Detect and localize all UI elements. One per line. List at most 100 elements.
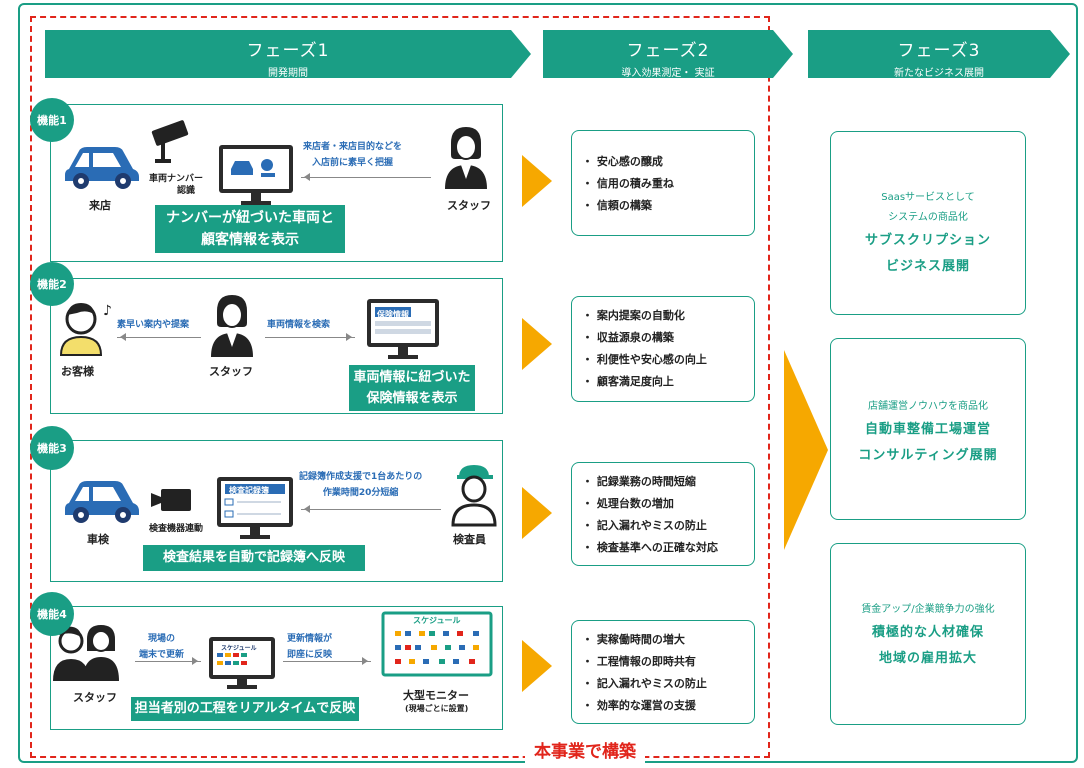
camera-sublabel: 認識 (177, 186, 196, 196)
phase-3-box-3-small-1: 賃金アップ/企業競争力の強化 (861, 604, 995, 615)
phase-3-box-1-small-1: Saasサービスとして (881, 192, 975, 203)
phase-1-subtitle: 開発期間 (268, 68, 308, 79)
feature-2-arrow-1 (117, 333, 201, 341)
effect-item: ・ 効率的な運営の支援 (582, 699, 696, 712)
schedule-monitor-icon (209, 637, 275, 689)
effect-item: ・ 工程情報の即時共有 (582, 655, 696, 668)
car-icon (65, 481, 139, 523)
feature-3-note: 記録簿作成支援で1台あたりの 作業時間20分短縮 (299, 469, 422, 501)
effect-item: ・ 信頼の構築 (582, 199, 652, 212)
staff-woman-icon (211, 295, 253, 357)
feature-2-badge: 機能2 (30, 262, 74, 306)
phase-3-box-1-small-2: システムの商品化 (888, 212, 968, 223)
schedule-monitor-title: スケジュール (221, 645, 257, 652)
phase-3-box-2-large-2: コンサルティング展開 (858, 448, 998, 463)
feature-1-banner: ナンバーが紐づいた車両と 顧客情報を表示 (155, 205, 345, 253)
effect-box-2: ・ 案内提案の自動化 ・ 収益源泉の構築 ・ 利便性や安心感の向上 ・ 顧客満足… (571, 296, 755, 402)
arrow-to-effect-3 (522, 487, 552, 539)
phase-3-header: フェーズ3 新たなビジネス展開 (808, 30, 1070, 78)
feature-1-note: 来店者・来店目的などを 入店前に素早く把握 (303, 139, 402, 171)
feature-2-note-2: 車両情報を検索 (267, 320, 331, 330)
feature-4-note-1: 現場の 端末で更新 (139, 631, 184, 663)
staff-woman-icon (445, 127, 487, 189)
large-monitor-title: スケジュール (413, 616, 461, 625)
monitor-icon (219, 145, 293, 205)
feature-2-banner-line-1: 車両情報に紐づいた (353, 370, 471, 385)
feature-2-card: ♪ お客様 素早い案内や提案 スタッフ 車両情報を検索 保険情報 車両情報に紐づ… (50, 278, 503, 414)
phase-2-header: フェーズ2 導入効果測定・ 実証 (543, 30, 793, 78)
staff-label: スタッフ (447, 199, 491, 212)
monitor-icon (217, 477, 293, 539)
feature-3-banner: 検査結果を自動で記録簿へ反映 (143, 545, 365, 571)
feature-1-card: 来店 車両ナンバー 認識 来店者・来店目的などを 入店前に素早く把握 スタッフ … (50, 104, 503, 262)
effect-item: ・ 検査基準への正確な対応 (582, 541, 718, 554)
feature-2-arrow-2 (265, 333, 355, 341)
feature-4-note-2-line-1: 更新情報が (287, 634, 333, 644)
svg-text:♪: ♪ (103, 303, 112, 319)
feature-4-note-1-line-2: 端末で更新 (139, 650, 185, 660)
camera-icon (151, 120, 189, 163)
feature-1-badge: 機能1 (30, 98, 74, 142)
device-label: 検査機器連動 (149, 524, 204, 534)
effect-box-1: ・ 安心感の醸成 ・ 信用の積み重ね ・ 信頼の構築 (571, 130, 755, 236)
large-monitor-sublabel: (現場ごとに設置) (405, 704, 469, 713)
feature-1-banner-line-1: ナンバーが紐づいた車両と (166, 210, 334, 226)
feature-3-note-line-1: 記録簿作成支援で1台あたりの (299, 472, 423, 482)
effect-item: ・ 記入漏れやミスの防止 (582, 677, 707, 690)
phase-3-box-1: Saasサービスとして システムの商品化 サブスクリプション ビジネス展開 (830, 131, 1026, 315)
monitor-icon (367, 299, 439, 359)
staff-label: スタッフ (73, 691, 117, 704)
feature-1-note-line-2: 入店前に素早く把握 (312, 158, 394, 168)
staff-group-icon (53, 625, 119, 681)
effect-item: ・ 案内提案の自動化 (582, 309, 685, 322)
feature-4-note-2: 更新情報が 即座に反映 (287, 631, 332, 663)
feature-2-banner: 車両情報に紐づいた 保険情報を表示 (349, 365, 475, 411)
large-monitor-icon (381, 611, 493, 677)
feature-1-arrow (301, 173, 431, 181)
phase-3-title: フェーズ3 (897, 41, 981, 61)
arrow-to-effect-4 (522, 640, 552, 692)
staff-label: スタッフ (209, 365, 253, 378)
arrow-to-phase-3 (784, 350, 828, 550)
feature-3-arrow (301, 505, 441, 513)
monitor-title: 保険情報 (377, 310, 409, 319)
feature-4-note-2-line-2: 即座に反映 (287, 650, 333, 660)
phase-2-title: フェーズ2 (626, 41, 710, 61)
phase-1-title: フェーズ1 (246, 41, 330, 61)
effect-item: ・ 顧客満足度向上 (582, 375, 674, 388)
feature-4-card: スタッフ 現場の 端末で更新 スケジュール 更新情報が 即座に反映 スケジュール… (50, 606, 503, 730)
feature-3-badge: 機能3 (30, 426, 74, 470)
phase-3-box-3-large-1: 積極的な人材確保 (871, 625, 984, 640)
car-label: 来店 (89, 199, 111, 212)
phase-3-box-2: 店舗運営ノウハウを商品化 自動車整備工場運営 コンサルティング展開 (830, 338, 1026, 520)
feature-4-banner: 担当者別の工程をリアルタイムで反映 (131, 697, 359, 721)
feature-1-note-line-1: 来店者・来店目的などを (303, 142, 403, 152)
feature-4-arrow-1 (135, 657, 201, 665)
inspector-label: 検査員 (453, 533, 486, 546)
phase-1-header: フェーズ1 開発期間 (45, 30, 531, 78)
inspector-icon (451, 465, 497, 527)
feature-4-arrow-2 (283, 657, 371, 665)
effect-box-3: ・ 記録業務の時間短縮 ・ 処理台数の増加 ・ 記入漏れやミスの防止 ・ 検査基… (571, 462, 755, 566)
phase-3-box-3: 賃金アップ/企業競争力の強化 積極的な人材確保 地域の雇用拡大 (830, 543, 1026, 725)
effect-box-4: ・ 実稼働時間の増大 ・ 工程情報の即時共有 ・ 記入漏れやミスの防止 ・ 効率… (571, 620, 755, 724)
customer-icon: ♪ (59, 303, 112, 356)
customer-label: お客様 (61, 365, 94, 378)
arrow-to-effect-1 (522, 155, 552, 207)
car-icon (65, 147, 139, 189)
phase-3-subtitle: 新たなビジネス展開 (894, 68, 984, 79)
phase-3-box-1-large-2: ビジネス展開 (885, 259, 970, 274)
effect-item: ・ 記入漏れやミスの防止 (582, 519, 707, 532)
project-scope-label: 本事業で構築 (525, 738, 645, 766)
feature-3-note-line-2: 作業時間20分短縮 (322, 488, 399, 498)
effect-item: ・ 安心感の醸成 (582, 155, 663, 168)
feature-4-badge: 機能4 (30, 592, 74, 636)
feature-2-note-1: 素早い案内や提案 (117, 320, 190, 330)
monitor-title: 検査記録簿 (229, 486, 269, 495)
phase-3-box-1-large-1: サブスクリプション (864, 233, 991, 248)
effect-item: ・ 記録業務の時間短縮 (582, 475, 696, 488)
effect-item: ・ 収益源泉の構築 (582, 331, 674, 344)
project-scope-box (30, 16, 770, 758)
inspection-device-icon (151, 489, 191, 511)
phase-2-subtitle: 導入効果測定・ 実証 (621, 68, 715, 79)
